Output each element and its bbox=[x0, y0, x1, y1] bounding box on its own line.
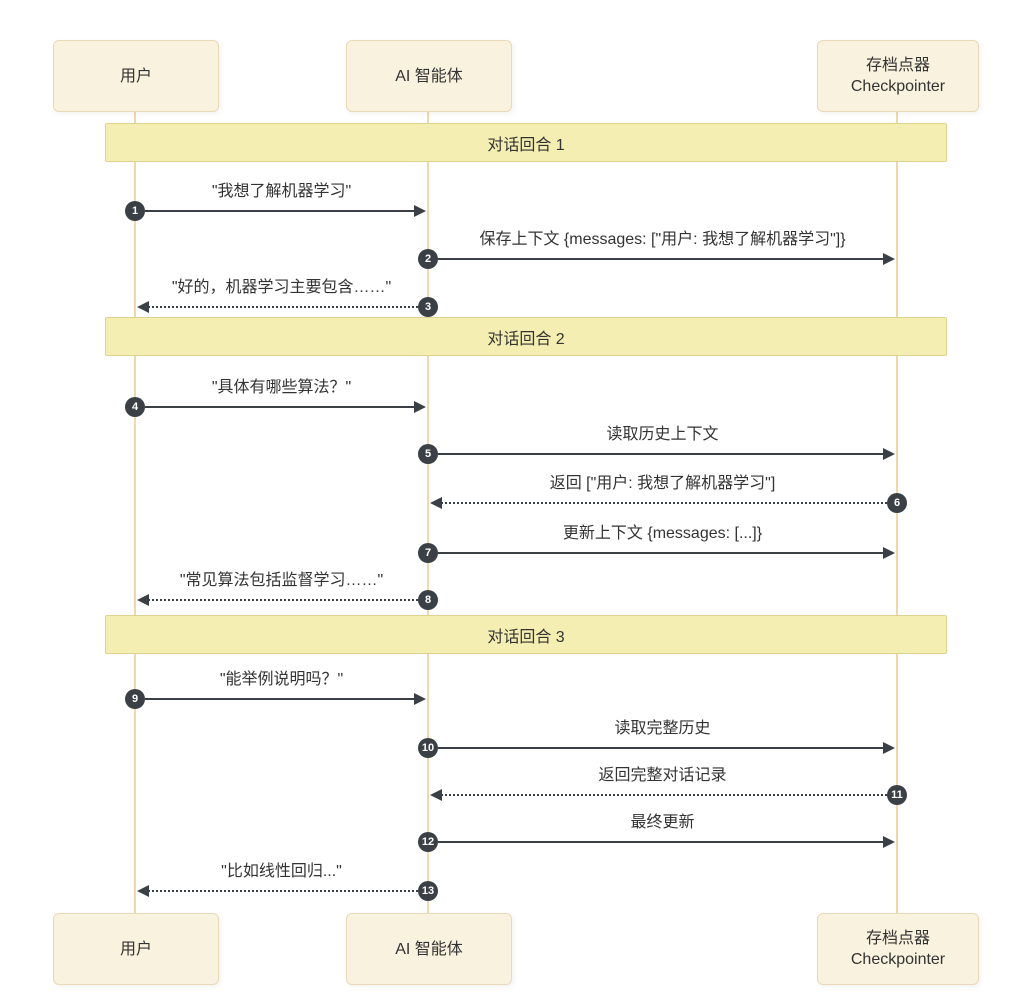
message-label-11: 返回完整对话记录 bbox=[598, 767, 727, 784]
lifeline-user bbox=[134, 110, 136, 913]
message-number-badge-8: 8 bbox=[418, 590, 438, 610]
section-band-3: 对话回合 3 bbox=[105, 615, 947, 654]
lifeline-ai bbox=[427, 110, 429, 913]
participant-user-top: 用户 bbox=[53, 40, 219, 112]
message-line-7 bbox=[438, 552, 885, 554]
message-arrowhead-5 bbox=[883, 448, 895, 460]
message-label-6: 返回 ["用户: 我想了解机器学习"] bbox=[549, 475, 776, 492]
participant-label: Checkpointer bbox=[850, 951, 946, 968]
participant-cp-top: 存档点器 Checkpointer bbox=[817, 40, 979, 112]
participant-user-bottom: 用户 bbox=[53, 913, 219, 985]
participant-label: Checkpointer bbox=[850, 78, 946, 95]
message-line-1 bbox=[145, 210, 416, 212]
message-number-badge-2: 2 bbox=[418, 249, 438, 269]
message-label-4: "具体有哪些算法？" bbox=[211, 379, 352, 396]
message-line-10 bbox=[438, 747, 885, 749]
message-line-9 bbox=[145, 698, 416, 700]
message-label-13: "比如线性回归..." bbox=[221, 863, 342, 880]
message-arrowhead-2 bbox=[883, 253, 895, 265]
message-line-2 bbox=[438, 258, 885, 260]
participant-label: 用户 bbox=[119, 940, 152, 958]
message-number-badge-4: 4 bbox=[125, 397, 145, 417]
participant-label: 用户 bbox=[119, 67, 152, 85]
message-number-badge-11: 11 bbox=[887, 785, 907, 805]
message-label-9: "能举例说明吗？" bbox=[219, 671, 344, 688]
message-arrowhead-8 bbox=[137, 594, 149, 606]
participant-ai-top: AI 智能体 bbox=[346, 40, 512, 112]
message-number-badge-10: 10 bbox=[418, 738, 438, 758]
message-line-6 bbox=[441, 502, 887, 504]
message-label-8: "常见算法包括监督学习……" bbox=[179, 572, 384, 589]
message-label-1: "我想了解机器学习" bbox=[211, 183, 352, 200]
message-line-13 bbox=[148, 890, 418, 892]
message-line-4 bbox=[145, 406, 416, 408]
message-arrowhead-7 bbox=[883, 547, 895, 559]
message-arrowhead-11 bbox=[430, 789, 442, 801]
message-number-badge-7: 7 bbox=[418, 543, 438, 563]
message-line-5 bbox=[438, 453, 885, 455]
message-arrowhead-9 bbox=[414, 693, 426, 705]
section-band-2: 对话回合 2 bbox=[105, 317, 947, 356]
participant-cp-bottom: 存档点器 Checkpointer bbox=[817, 913, 979, 985]
participant-label: 存档点器 bbox=[865, 57, 930, 74]
participant-ai-bottom: AI 智能体 bbox=[346, 913, 512, 985]
message-arrowhead-6 bbox=[430, 497, 442, 509]
message-number-badge-12: 12 bbox=[418, 832, 438, 852]
message-line-8 bbox=[148, 599, 418, 601]
message-label-7: 更新上下文 {messages: [...]} bbox=[562, 525, 763, 542]
message-arrowhead-3 bbox=[137, 301, 149, 313]
message-number-badge-9: 9 bbox=[125, 689, 145, 709]
participant-label: AI 智能体 bbox=[395, 940, 463, 958]
message-arrowhead-1 bbox=[414, 205, 426, 217]
message-number-badge-1: 1 bbox=[125, 201, 145, 221]
section-label: 对话回合 2 bbox=[487, 330, 565, 348]
message-number-badge-6: 6 bbox=[887, 493, 907, 513]
message-number-badge-5: 5 bbox=[418, 444, 438, 464]
message-number-badge-13: 13 bbox=[418, 881, 438, 901]
message-label-2: 保存上下文 {messages: ["用户: 我想了解机器学习"]} bbox=[479, 231, 846, 248]
section-label: 对话回合 3 bbox=[487, 628, 565, 646]
message-label-12: 最终更新 bbox=[630, 814, 695, 831]
message-arrowhead-13 bbox=[137, 885, 149, 897]
section-band-1: 对话回合 1 bbox=[105, 123, 947, 162]
message-number-badge-3: 3 bbox=[418, 297, 438, 317]
participant-label: 存档点器 bbox=[865, 930, 930, 947]
message-line-12 bbox=[438, 841, 885, 843]
message-label-10: 读取完整历史 bbox=[614, 720, 711, 737]
participant-label: AI 智能体 bbox=[395, 67, 463, 85]
message-line-3 bbox=[148, 306, 418, 308]
message-line-11 bbox=[441, 794, 887, 796]
message-label-3: "好的，机器学习主要包含……" bbox=[171, 279, 392, 296]
message-arrowhead-4 bbox=[414, 401, 426, 413]
section-label: 对话回合 1 bbox=[487, 136, 565, 154]
message-label-5: 读取历史上下文 bbox=[606, 426, 719, 443]
message-arrowhead-10 bbox=[883, 742, 895, 754]
message-arrowhead-12 bbox=[883, 836, 895, 848]
